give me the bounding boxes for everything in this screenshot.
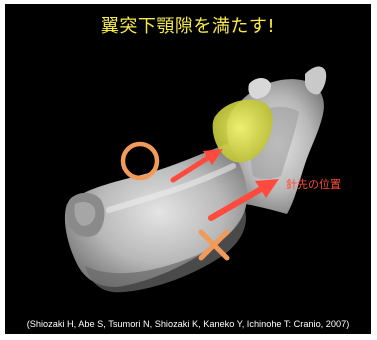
- mandible-3d-scene: [5, 4, 371, 334]
- needle-position-label: 針先の位置: [286, 178, 341, 192]
- slide-headline: 翼突下顎隙を満たす!: [5, 16, 371, 38]
- citation-text: (Shiozaki H, Abe S, Tsumori N, Shiozaki …: [5, 318, 371, 330]
- circle-mark: [123, 144, 157, 178]
- slide-panel: 翼突下顎隙を満たす! 針先の位置 (Shiozaki H, Abe S, Tsu…: [5, 4, 371, 334]
- coronoid-process: [305, 67, 326, 95]
